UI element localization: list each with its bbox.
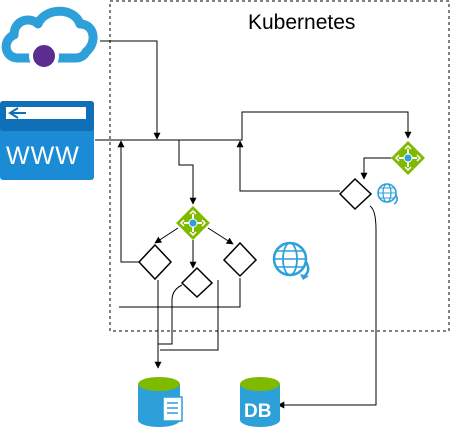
azure-cloud-icon — [1, 6, 98, 71]
connector-router-right-to-storage — [160, 280, 219, 351]
connector-balancer-to-router-left — [154, 227, 179, 244]
connector-cloud-to-bus — [100, 40, 161, 140]
router-diamond-right — [222, 241, 258, 278]
router-diamonds — [137, 177, 373, 299]
connector-bus-to-balancer — [178, 140, 197, 205]
cluster-title: Kubernetes — [248, 11, 355, 34]
connector-router-to-db — [277, 205, 377, 409]
connector-balancer-to-router-right — [207, 227, 234, 245]
load-balancer-icon-center — [176, 206, 210, 240]
kubernetes-cluster-boundary — [109, 0, 450, 332]
connector-right-balancer-to-router — [360, 157, 392, 180]
router-diamond-mid — [180, 266, 214, 299]
connector-router-right-loop — [119, 278, 241, 308]
connector-router-left-loop — [117, 140, 139, 263]
blob-storage-icon — [138, 377, 183, 427]
connectors — [95, 40, 412, 409]
load-balancer-icon-right — [391, 141, 425, 175]
connector-www-bus — [95, 111, 412, 141]
router-diamond-left — [137, 243, 173, 281]
router-diamond-top-right — [338, 177, 373, 211]
database-icon: DB — [240, 377, 280, 427]
browser-www-icon: WWW — [0, 101, 94, 180]
www-label: WWW — [6, 142, 80, 170]
globe-refresh-icon-small — [377, 183, 398, 205]
connector-router-mid-to-storage — [158, 284, 183, 345]
globe-refresh-icon-large — [272, 241, 310, 280]
connector-right-router-back — [236, 140, 340, 192]
db-label: DB — [244, 401, 271, 422]
